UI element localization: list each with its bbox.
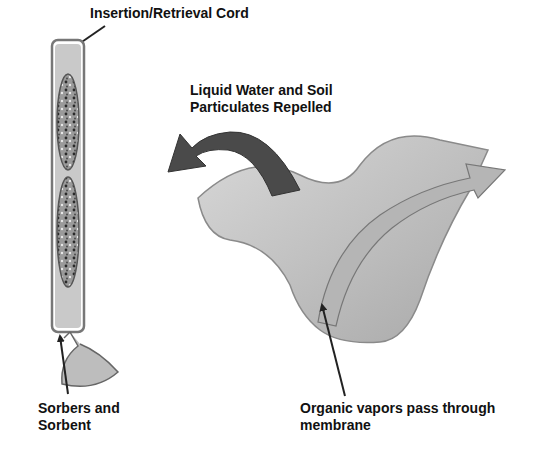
membrane bbox=[198, 136, 488, 343]
vapor-label: Organic vapors pass through membrane bbox=[300, 400, 515, 434]
sorber-chamber bbox=[57, 177, 79, 287]
sorber-chamber bbox=[57, 74, 79, 170]
cord-label: Insertion/Retrieval Cord bbox=[90, 5, 310, 22]
sorbent-label: Sorbers and Sorbent bbox=[38, 400, 138, 434]
tail-cone bbox=[62, 332, 118, 386]
vapor-arrow bbox=[318, 164, 505, 326]
sampler-tube bbox=[52, 40, 84, 332]
leader-line bbox=[60, 336, 68, 394]
repelled-arrow bbox=[168, 132, 300, 196]
repelled-label: Liquid Water and Soil Particulates Repel… bbox=[190, 82, 390, 116]
tail-joint bbox=[64, 332, 70, 338]
tube-interior bbox=[55, 44, 81, 328]
leader-line bbox=[322, 305, 345, 396]
